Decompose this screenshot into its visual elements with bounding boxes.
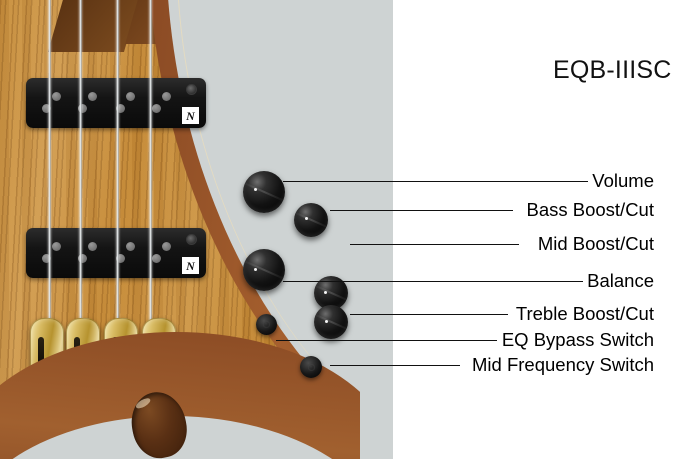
pickup-pole-piece — [126, 242, 135, 251]
pickup-pole-piece — [152, 254, 161, 263]
pickup-pole-piece — [162, 242, 171, 251]
knob-indicator-dot — [325, 320, 328, 323]
leader-line-bass-boost-cut — [330, 210, 513, 211]
pickup-pole-piece — [116, 104, 125, 113]
saddle-slot — [38, 337, 44, 371]
callout-label-balance: Balance — [587, 270, 654, 291]
string — [149, 0, 152, 390]
callout-label-mid-frequency-switch: Mid Frequency Switch — [472, 354, 654, 375]
leader-line-mid-frequency-switch — [330, 365, 460, 366]
knob-indicator-dot — [254, 268, 257, 271]
pickup-pole-piece — [152, 104, 161, 113]
guitar-body-photo: N N — [0, 0, 360, 459]
eq-bypass-switch[interactable] — [256, 314, 277, 335]
callout-label-eq-bypass-switch: EQ Bypass Switch — [501, 329, 654, 350]
pickup-pole-piece — [42, 254, 51, 263]
knob-indicator-dot — [324, 291, 327, 294]
pickup-pole-piece — [162, 92, 171, 101]
pickup-pole-piece — [88, 242, 97, 251]
leader-line-volume — [283, 181, 588, 182]
pickup-pole-piece — [42, 104, 51, 113]
right-label-panel — [393, 0, 700, 459]
pickup-brand-logo: N — [182, 257, 199, 274]
pickup-mounting-screw — [186, 234, 197, 245]
pickup-brand-logo: N — [182, 107, 199, 124]
callout-label-treble-boost-cut: Treble Boost/Cut — [515, 303, 654, 324]
knob-indicator-dot — [305, 217, 308, 220]
pickup-pole-piece — [116, 254, 125, 263]
leader-line-treble-boost-cut — [350, 314, 508, 315]
pickup-pole-piece — [52, 242, 61, 251]
knob-indicator-dot — [254, 188, 257, 191]
bass-boost-cut-knob[interactable] — [294, 203, 328, 237]
leader-line-balance — [283, 281, 583, 282]
pickup-pole-piece — [88, 92, 97, 101]
string — [79, 0, 82, 390]
mid-frequency-switch[interactable] — [300, 356, 322, 378]
page-title: EQB-IIISC — [553, 56, 672, 84]
pickup-pole-piece — [78, 104, 87, 113]
leader-line-eq-bypass-switch — [276, 340, 497, 341]
callout-label-volume: Volume — [592, 170, 654, 191]
callout-label-bass-boost-cut: Bass Boost/Cut — [526, 199, 654, 220]
pickup-pole-piece — [78, 254, 87, 263]
pickup-mounting-screw — [186, 84, 197, 95]
pickup-pole-piece — [126, 92, 135, 101]
treble-boost-cut-knob[interactable] — [314, 305, 348, 339]
string — [48, 0, 51, 390]
volume-knob[interactable] — [243, 171, 285, 213]
leader-line-mid-boost-cut — [350, 244, 519, 245]
callout-label-mid-boost-cut: Mid Boost/Cut — [537, 233, 654, 254]
pickup-pole-piece — [52, 92, 61, 101]
balance-knob[interactable] — [243, 249, 285, 291]
string — [116, 0, 119, 390]
